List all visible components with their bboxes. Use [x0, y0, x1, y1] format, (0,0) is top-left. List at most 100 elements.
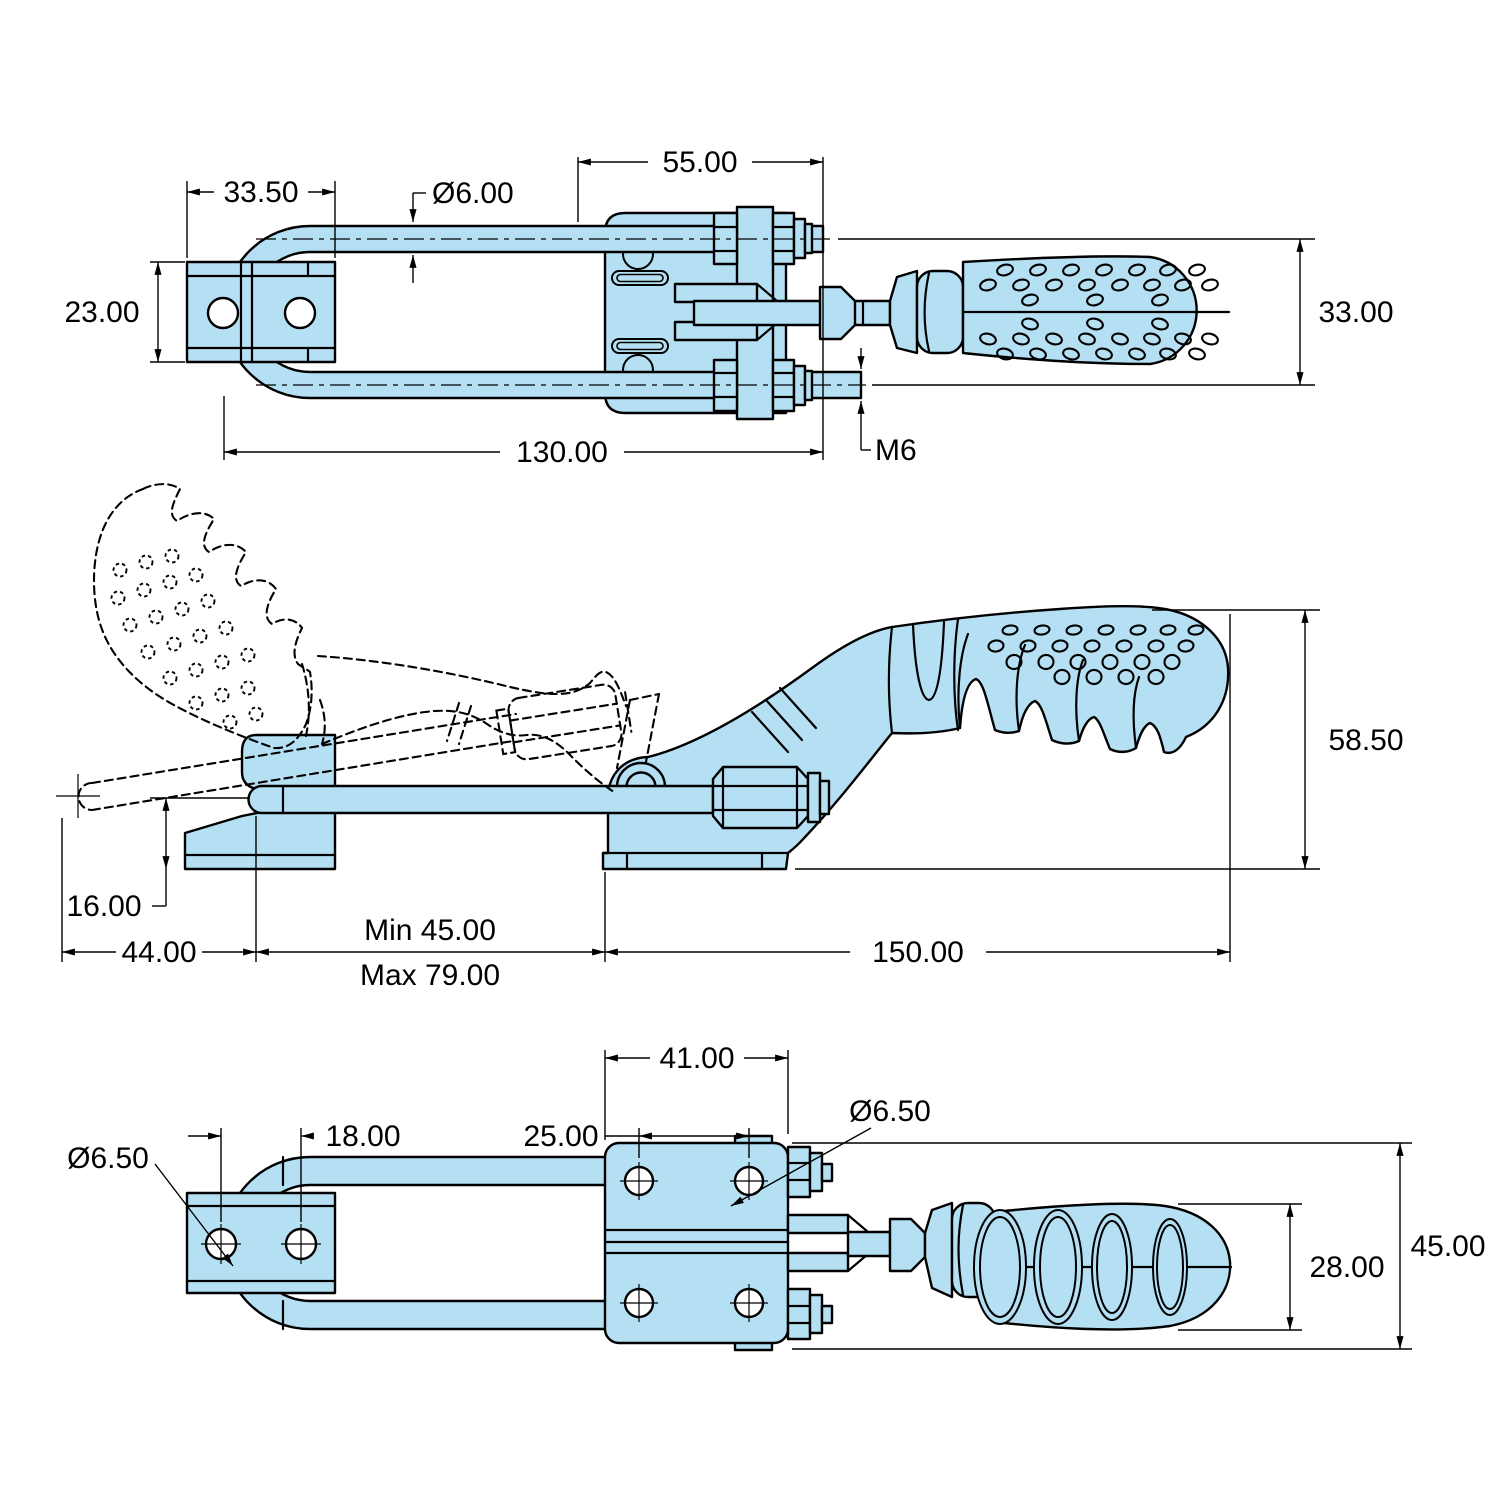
dim-max79: Max 79.00	[360, 959, 500, 992]
speckle	[1159, 347, 1177, 361]
handle-top-view	[888, 255, 1231, 366]
speckle	[1085, 668, 1103, 686]
dim-dia6: Ø6.00	[432, 177, 514, 210]
speckle	[1117, 668, 1135, 686]
speckle	[174, 601, 190, 617]
adjust-nut-side	[711, 765, 831, 830]
speckle	[1062, 347, 1080, 361]
speckle	[136, 582, 152, 598]
phantom-grip-speckles	[110, 548, 264, 730]
speckle	[1033, 624, 1051, 636]
keeper-plate-bottom	[185, 1191, 337, 1295]
dim-44: 44.00	[121, 936, 196, 969]
speckle	[1029, 347, 1047, 361]
dim-25: 25.00	[523, 1120, 598, 1153]
phantom-adjust-nut	[495, 683, 633, 761]
speckle	[188, 662, 204, 678]
speckle	[1053, 668, 1071, 686]
speckle	[1188, 347, 1206, 361]
speckle	[1101, 653, 1119, 671]
speckle	[166, 636, 182, 652]
speckle	[1012, 332, 1030, 346]
side-view: 58.50 16.00 44.00 Min 45.00 Max 79.00 15…	[56, 483, 1404, 992]
dim-28: 28.00	[1309, 1251, 1384, 1284]
dim-dia65-right: Ø6.50	[849, 1095, 931, 1128]
dim-150: 150.00	[872, 936, 964, 969]
speckle	[1151, 317, 1169, 331]
speckle	[162, 670, 178, 686]
speckle	[222, 714, 238, 730]
speckle	[188, 695, 204, 711]
speckle	[188, 567, 204, 583]
grip-finger-ovals	[973, 1209, 1188, 1325]
speckle	[1078, 332, 1096, 346]
speckle	[1111, 278, 1129, 292]
speckle	[240, 680, 256, 696]
handle-grip-top	[961, 255, 1198, 366]
speckle	[162, 574, 178, 590]
dim-m6: M6	[875, 434, 917, 467]
keeper-plate-top	[185, 260, 337, 364]
speckle	[164, 548, 180, 564]
speckle	[192, 628, 208, 644]
dim-33: 33.00	[1318, 296, 1393, 329]
dim-58-5: 58.50	[1328, 724, 1403, 757]
dim-33-5: 33.50	[223, 176, 298, 209]
speckle	[1097, 624, 1115, 636]
speckle	[1086, 317, 1104, 331]
base-plate-bottom	[603, 1134, 790, 1352]
handle-bottom-view	[923, 1201, 1233, 1331]
speckle	[218, 620, 234, 636]
speckle	[1174, 332, 1192, 346]
speckle	[987, 639, 1005, 653]
keeper-hole	[206, 296, 240, 330]
dim-dia65-left: Ø6.50	[67, 1142, 149, 1175]
speckle	[1021, 317, 1039, 331]
speckle	[1069, 653, 1087, 671]
speckle	[1133, 653, 1151, 671]
latch-rod-side	[247, 784, 715, 815]
speckle	[1163, 653, 1181, 671]
speckle	[248, 706, 264, 722]
dim-55: 55.00	[662, 146, 737, 179]
body-slot-lower	[611, 338, 669, 354]
speckle	[1129, 624, 1147, 636]
speckle	[200, 593, 216, 609]
speckle	[1019, 639, 1037, 653]
dim-41: 41.00	[659, 1042, 734, 1075]
speckle	[1083, 639, 1101, 653]
speckle	[1201, 332, 1219, 346]
speckle	[1095, 263, 1113, 277]
speckle	[1012, 278, 1030, 292]
grip-speckles	[979, 263, 1219, 361]
speckle	[214, 654, 230, 670]
speckle	[1147, 639, 1165, 653]
speckle	[1128, 347, 1146, 361]
speckle	[1045, 332, 1063, 346]
top-view: 55.00 33.50 Ø6.00 23.00 33.00 130.00	[64, 146, 1393, 469]
speckle	[148, 609, 164, 625]
speckle	[1159, 624, 1177, 636]
bottom-view: 41.00 25.00 18.00 Ø6.50 Ø6.50 28.00 45.0…	[67, 1042, 1486, 1352]
dim-45: 45.00	[1410, 1230, 1485, 1263]
bottom-view-dimensions: 41.00 25.00 18.00 Ø6.50 Ø6.50 28.00 45.0…	[67, 1042, 1486, 1350]
speckle	[240, 647, 256, 663]
speckle	[1151, 293, 1169, 307]
speckle	[979, 278, 997, 292]
speckle	[1021, 293, 1039, 307]
side-view-dimensions: 58.50 16.00 44.00 Min 45.00 Max 79.00 15…	[61, 609, 1404, 992]
speckle	[1111, 332, 1129, 346]
speckle	[1115, 639, 1133, 653]
speckle	[1174, 278, 1192, 292]
speckle	[1029, 263, 1047, 277]
speckle	[1201, 278, 1219, 292]
speckle	[1147, 668, 1165, 686]
link-yoke-top	[673, 282, 892, 342]
speckle	[1187, 624, 1205, 636]
dim-min45: Min 45.00	[364, 914, 496, 947]
speckle	[140, 644, 156, 660]
speckle	[1188, 263, 1206, 277]
speckle	[214, 687, 230, 703]
grip-speckles-side	[987, 624, 1205, 686]
